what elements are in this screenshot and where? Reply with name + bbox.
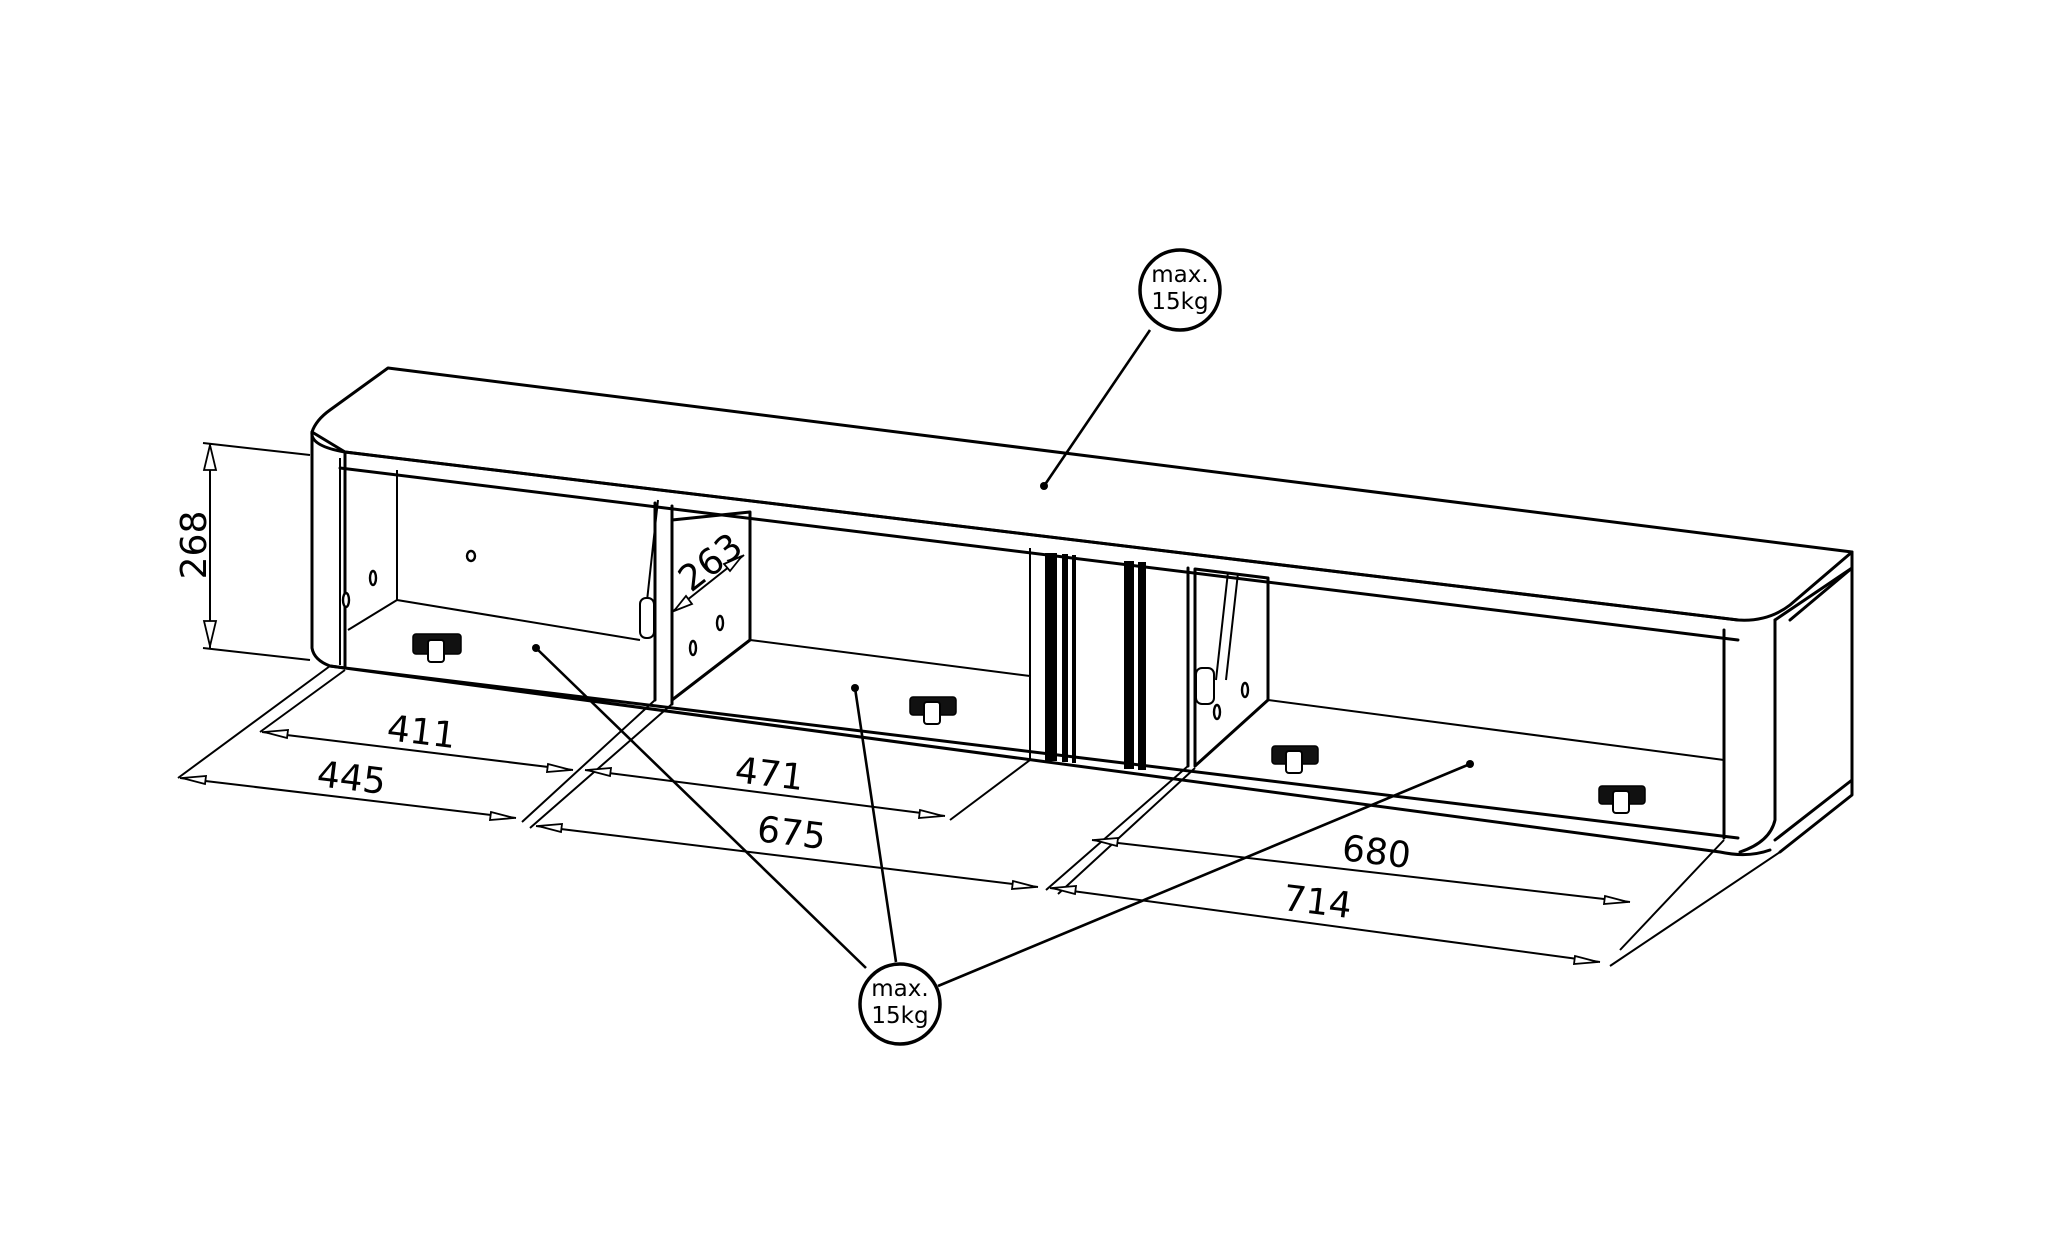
load-badge-shelves-line2: 15kg [871,1003,928,1029]
load-badge-shelves-line1: max. [871,976,928,1002]
dimension-widths: 411 445 471 675 680 714 [177,665,1781,967]
dimension-label-middle-outer: 675 [755,809,828,858]
load-badge-top-line2: 15kg [1151,289,1208,315]
right-end-panel [1722,618,1777,854]
load-badge-top: max. 15kg [1040,248,1222,490]
bottom-front-edge [328,664,1772,857]
middle-compartment-back [749,548,1031,760]
dimension-depth: 263 [671,526,751,614]
left-compartment-back [347,470,641,641]
load-badge-shelves: max. 15kg [532,644,1474,1046]
hinge-icon [412,633,462,663]
dimension-label-depth: 263 [671,526,750,601]
cable-channel-bar [1124,561,1134,769]
screw-hole [688,639,698,657]
dimension-label-right-inner: 680 [1340,828,1413,877]
lid-stay-left [645,499,659,611]
screw-hole [368,569,378,587]
cable-channel-bar [1062,554,1068,762]
screw-hole [1240,681,1250,699]
dimension-height: 268 [174,442,311,661]
cable-channel-bar [1045,553,1057,761]
lid-stay-bracket [1195,667,1215,705]
dimension-label-middle-inner: 471 [733,750,806,799]
screw-hole [465,549,477,563]
right-compartment-back [1267,699,1725,761]
top-panel-front-edge [338,450,1740,642]
cabinet-body [310,366,1854,857]
lid-stay-bracket [639,597,655,639]
screw-hole [341,591,351,609]
divider-2 [1186,566,1270,768]
dimension-label-right-outer: 714 [1281,878,1354,927]
top-right-edge [1788,550,1854,622]
lid-stay-right [1215,571,1239,681]
hinge-icon [909,696,957,725]
divider-1 [653,501,752,706]
screw-hole [715,614,725,632]
screw-hole [1212,703,1222,721]
hinge-icon [1271,745,1319,774]
right-side-face [1773,566,1854,854]
dimension-label-height: 268 [174,511,215,580]
load-badge-top-line1: max. [1151,262,1208,288]
dimension-label-left-inner: 411 [385,708,458,757]
cable-channel-bar [1138,562,1146,770]
top-panel-outline [310,366,1854,622]
dimension-label-left-outer: 445 [315,754,388,803]
hinge-icon [1598,785,1646,814]
cable-channel-bar [1072,555,1076,763]
